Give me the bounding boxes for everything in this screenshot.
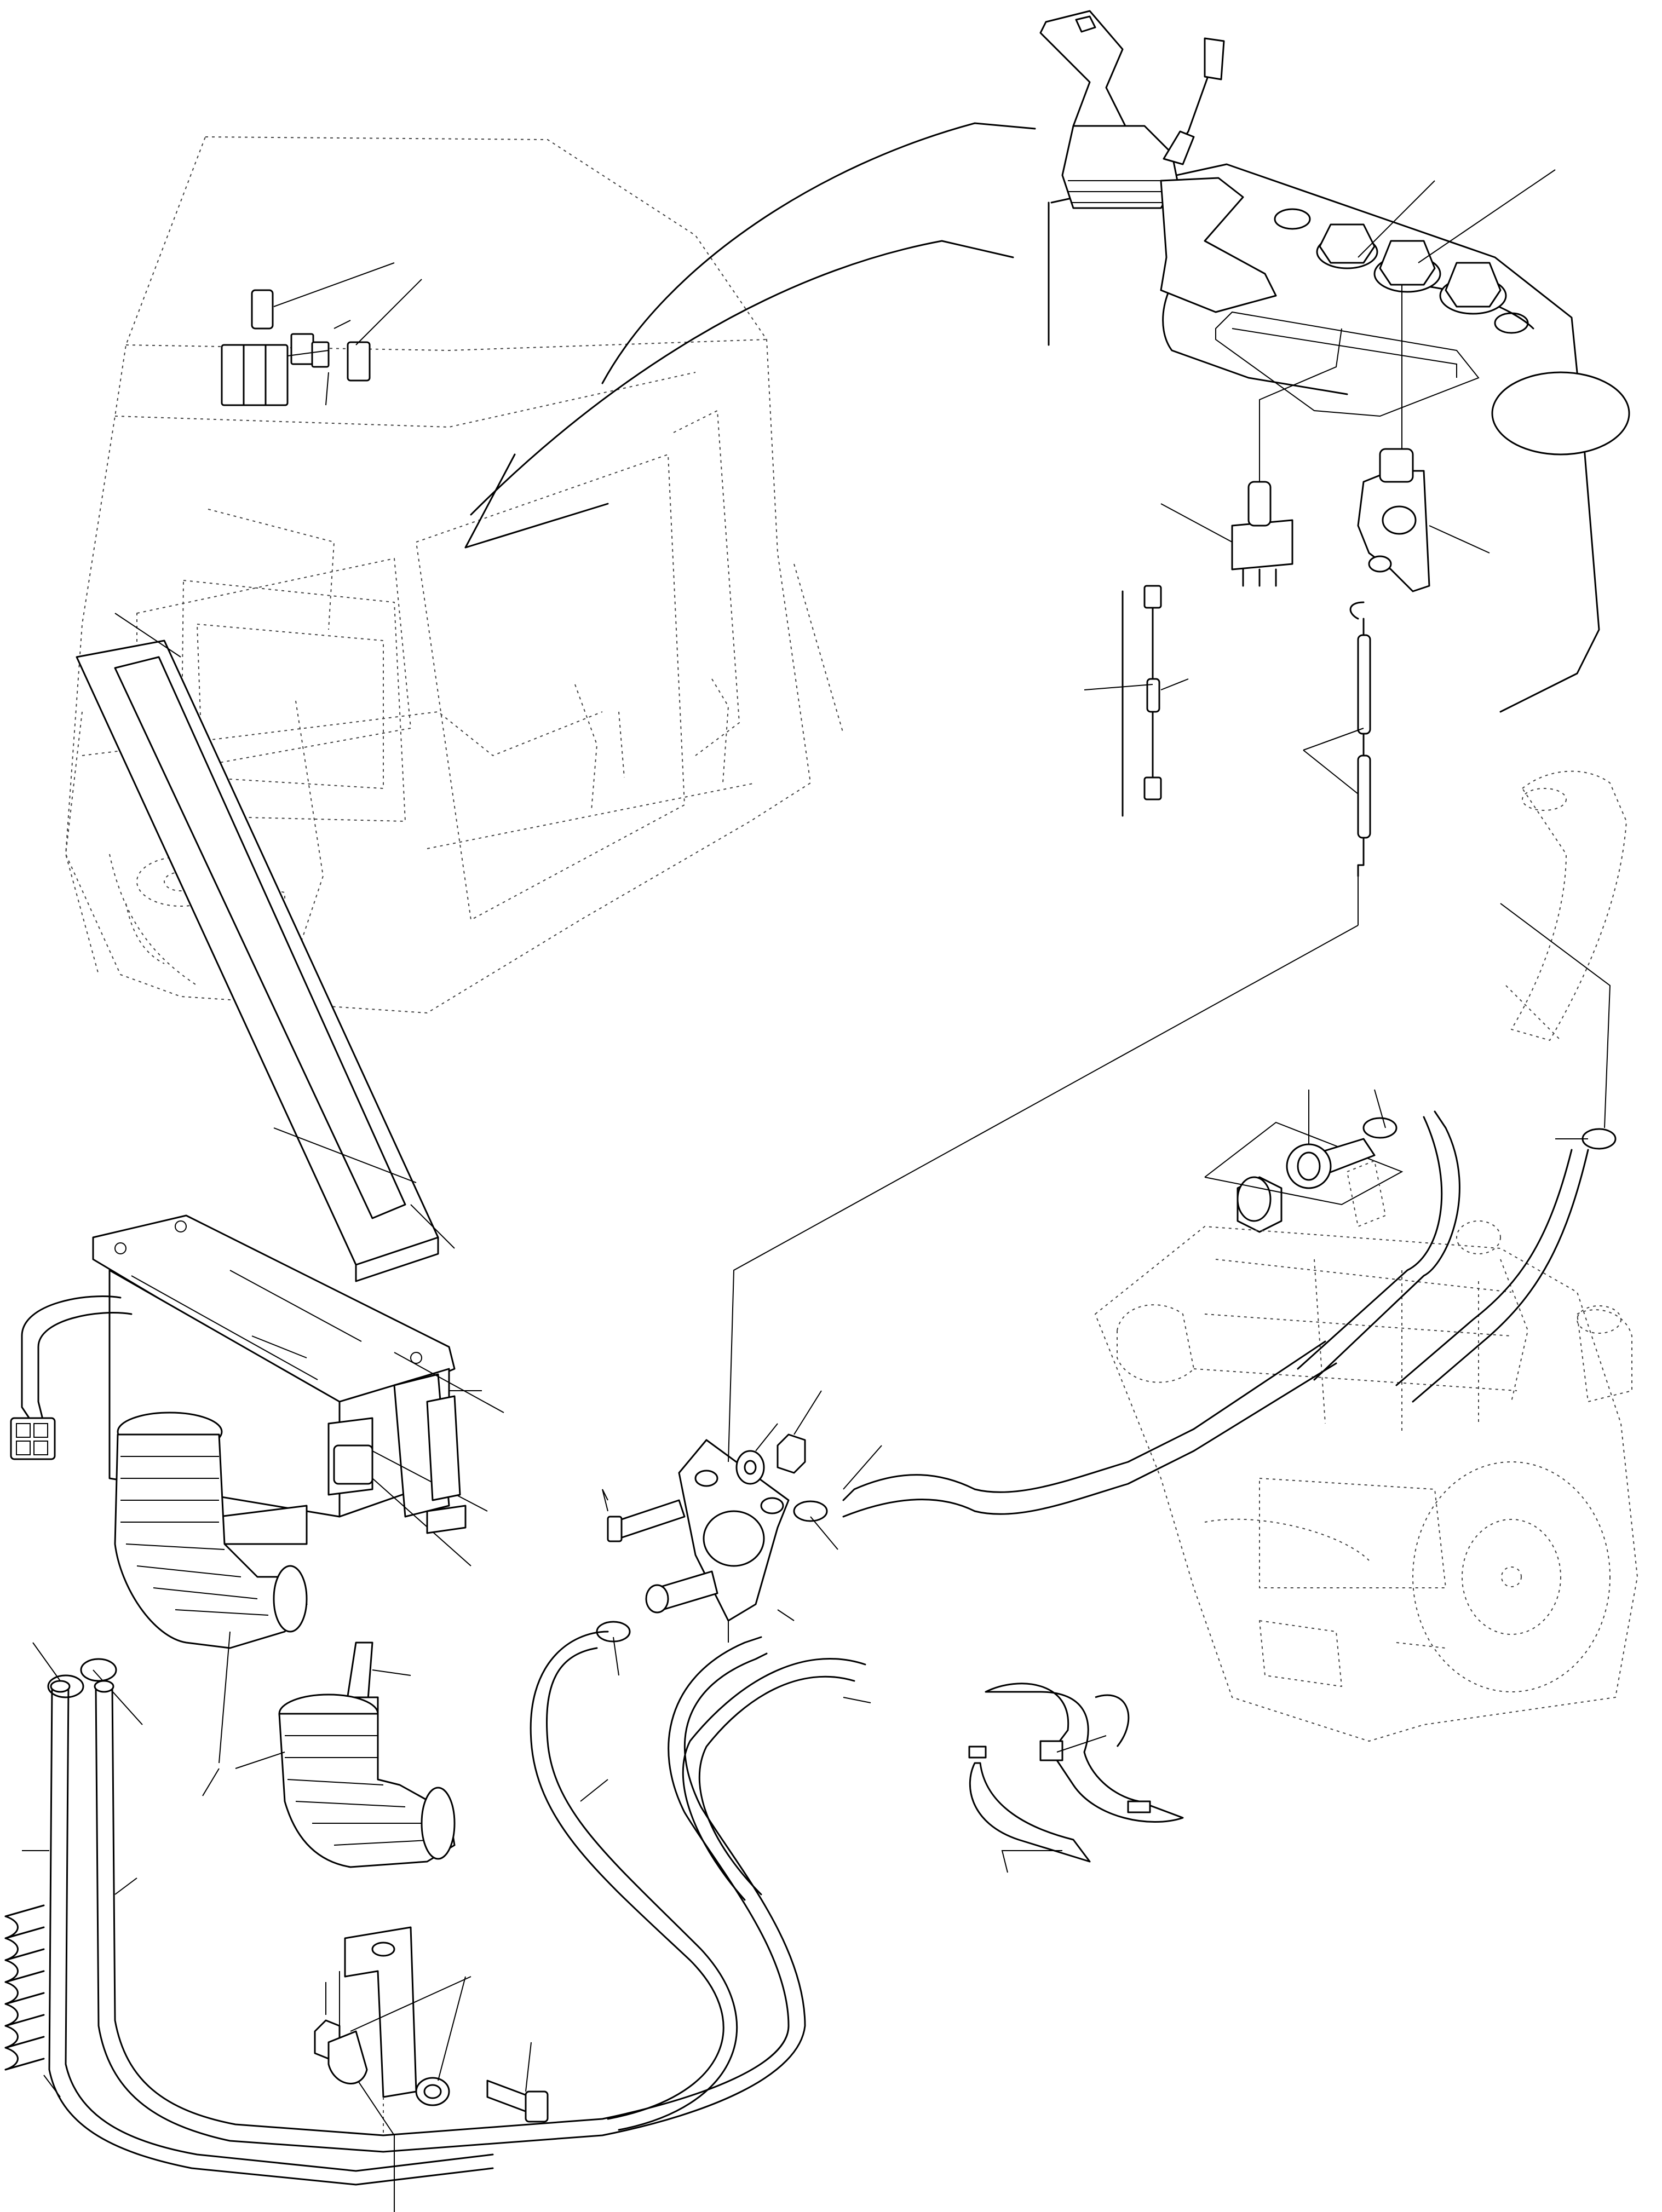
air-duct-elbow-left <box>114 1412 308 1796</box>
long-coolant-hose <box>842 1110 1589 1518</box>
heater-hose-lower <box>682 1658 871 1901</box>
roof-switch-panel <box>221 262 422 406</box>
control-console <box>1048 163 1630 713</box>
mounting-bracket <box>339 1926 417 2212</box>
wiring-harness <box>1084 585 1189 817</box>
joystick-lever <box>1039 10 1277 313</box>
hose-fitting-adapter <box>1204 1121 1404 1233</box>
air-duct-elbow-right <box>235 1693 456 1868</box>
control-cable <box>1303 601 1371 925</box>
nut <box>314 1390 822 2060</box>
washer <box>735 1423 778 1485</box>
hose-clamp <box>32 1089 1617 1725</box>
heater-hose-right <box>94 1636 806 2153</box>
heater-hose-middle <box>530 1631 738 2131</box>
heater-hose-left <box>22 1680 494 2186</box>
spiral-wrap <box>4 1904 61 2098</box>
p-clip <box>327 1976 471 2106</box>
side-panel <box>426 1395 467 1534</box>
heater-wiring <box>10 1295 133 1460</box>
cable-tie <box>968 1683 1184 1873</box>
heater-control-valve-lever <box>1357 285 1490 592</box>
banjo-fitting <box>1286 1090 1376 1189</box>
coolant-return-elbow <box>1500 770 1627 1128</box>
gasket <box>76 613 455 1282</box>
water-valve <box>645 925 1359 1643</box>
reference-arrows <box>464 122 1036 549</box>
rotary-switch <box>1160 169 1556 587</box>
